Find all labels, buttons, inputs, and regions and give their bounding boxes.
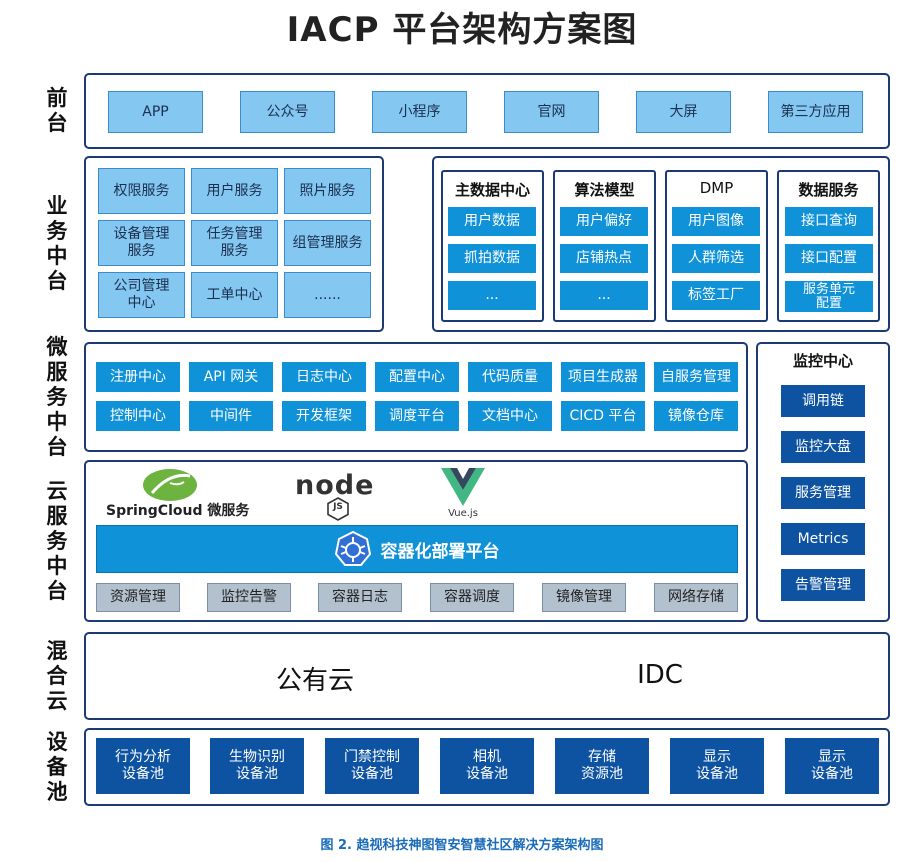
- micro-control-center[interactable]: 控制中心: [96, 401, 180, 431]
- spring-leaf-icon: [143, 469, 197, 501]
- kubernetes-icon: [334, 531, 371, 566]
- service-more[interactable]: ......: [284, 272, 371, 318]
- nodejs-hexagon-icon: [327, 497, 349, 521]
- front-mini-program[interactable]: 小程序: [372, 91, 467, 133]
- vue-label: Vue.js: [448, 508, 478, 519]
- figure-caption: 图 2. 趋视科技神图智安智慧社区解决方案架构图: [320, 838, 604, 853]
- monitor-dashboard[interactable]: 监控大盘: [781, 431, 865, 463]
- device-biometric[interactable]: 生物识别 设备池: [210, 738, 304, 794]
- cloud-monitor-alert[interactable]: 监控告警: [207, 583, 291, 612]
- container-platform-label: 容器化部署平台: [380, 541, 500, 562]
- data-master-more[interactable]: ...: [448, 281, 536, 310]
- data-group-dmp: [665, 170, 768, 322]
- data-algorithm-more[interactable]: ...: [560, 281, 648, 310]
- service-device-mgmt[interactable]: 设备管理 服务: [98, 220, 185, 266]
- micro-image-repo[interactable]: 镜像仓库: [654, 401, 738, 431]
- service-company-center[interactable]: 公司管理 中心: [98, 272, 185, 318]
- data-group-master: [441, 170, 544, 322]
- micro-scheduler[interactable]: 调度平台: [375, 401, 459, 431]
- data-group-service-title: 数据服务: [798, 181, 859, 199]
- front-app[interactable]: APP: [108, 91, 203, 133]
- cloud-resource-mgmt[interactable]: 资源管理: [96, 583, 180, 612]
- hybrid-public-cloud: 公有云: [275, 666, 354, 696]
- data-crowd-filter[interactable]: 人群筛选: [672, 244, 760, 273]
- front-official-account[interactable]: 公众号: [240, 91, 335, 133]
- micro-project-generator[interactable]: 项目生成器: [561, 362, 645, 392]
- nodejs-js-label: JS: [333, 502, 343, 512]
- cloud-container-log[interactable]: 容器日志: [318, 583, 402, 612]
- data-group-master-title: 主数据中心: [454, 181, 530, 199]
- micro-middleware[interactable]: 中间件: [189, 401, 273, 431]
- container-platform-bar[interactable]: 容器化部署平台: [96, 525, 738, 573]
- service-permission[interactable]: 权限服务: [98, 168, 185, 214]
- cloud-container-schedule[interactable]: 容器调度: [430, 583, 514, 612]
- data-group-algorithm-title: 算法模型: [574, 181, 635, 199]
- device-display-2[interactable]: 显示 设备池: [785, 738, 879, 794]
- device-behavior-analysis[interactable]: 行为分析 设备池: [96, 738, 190, 794]
- row-label-front: 前台: [46, 86, 68, 135]
- data-api-config[interactable]: 接口配置: [785, 244, 873, 273]
- vue-logo-icon: [441, 468, 485, 506]
- device-storage[interactable]: 存储 资源池: [555, 738, 649, 794]
- row-label-hybrid: 混合云: [46, 638, 68, 713]
- data-user-image[interactable]: 用户图像: [672, 207, 760, 236]
- front-big-screen[interactable]: 大屏: [636, 91, 731, 133]
- service-photo[interactable]: 照片服务: [284, 168, 371, 214]
- row-label-business: 业务中台: [46, 194, 68, 293]
- data-service-unit-config[interactable]: 服务单元 配置: [785, 281, 873, 312]
- data-group-service: [777, 170, 880, 322]
- data-group-algorithm: [553, 170, 656, 322]
- device-camera[interactable]: 相机 设备池: [440, 738, 534, 794]
- monitor-title: 监控中心: [792, 352, 853, 370]
- service-ticket-center[interactable]: 工单中心: [191, 272, 278, 318]
- monitor-alert-mgmt[interactable]: 告警管理: [781, 569, 865, 601]
- service-group-mgmt[interactable]: 组管理服务: [284, 220, 371, 266]
- data-store-hotspot[interactable]: 店铺热点: [560, 244, 648, 273]
- cloud-image-mgmt[interactable]: 镜像管理: [542, 583, 626, 612]
- data-api-query[interactable]: 接口查询: [785, 207, 873, 236]
- service-task-mgmt[interactable]: 任务管理 服务: [191, 220, 278, 266]
- data-capture-data[interactable]: 抓拍数据: [448, 244, 536, 273]
- monitor-service-mgmt[interactable]: 服务管理: [781, 477, 865, 509]
- micro-log-center[interactable]: 日志中心: [282, 362, 366, 392]
- micro-self-service[interactable]: 自服务管理: [654, 362, 738, 392]
- data-user-data[interactable]: 用户数据: [448, 207, 536, 236]
- spring-cloud-label: SpringCloud 微服务: [106, 503, 250, 519]
- row-label-cloud: 云服务中台: [46, 478, 68, 603]
- micro-config-center[interactable]: 配置中心: [375, 362, 459, 392]
- hybrid-panel: [84, 632, 890, 720]
- node-logo: node: [295, 470, 375, 501]
- monitor-metrics[interactable]: Metrics: [781, 523, 865, 555]
- device-access-control[interactable]: 门禁控制 设备池: [325, 738, 419, 794]
- page-title: IACP 平台架构方案图: [286, 10, 638, 50]
- micro-api-gateway[interactable]: API 网关: [189, 362, 273, 392]
- data-user-preference[interactable]: 用户偏好: [560, 207, 648, 236]
- row-label-device: 设备池: [46, 729, 68, 804]
- monitor-trace[interactable]: 调用链: [781, 385, 865, 417]
- hybrid-idc: IDC: [637, 660, 683, 690]
- micro-cicd[interactable]: CICD 平台: [561, 401, 645, 431]
- front-third-party[interactable]: 第三方应用: [768, 91, 863, 133]
- row-label-micro: 微服务中台: [46, 334, 68, 459]
- front-panel: [84, 73, 890, 149]
- micro-code-quality[interactable]: 代码质量: [468, 362, 552, 392]
- micro-registry[interactable]: 注册中心: [96, 362, 180, 392]
- micro-doc-center[interactable]: 文档中心: [468, 401, 552, 431]
- service-user[interactable]: 用户服务: [191, 168, 278, 214]
- data-group-dmp-title: DMP: [699, 179, 734, 197]
- micro-dev-framework[interactable]: 开发框架: [282, 401, 366, 431]
- data-tag-factory[interactable]: 标签工厂: [672, 281, 760, 310]
- micro-panel: [84, 342, 748, 452]
- cloud-network-storage[interactable]: 网络存储: [654, 583, 738, 612]
- device-display-1[interactable]: 显示 设备池: [670, 738, 764, 794]
- front-website[interactable]: 官网: [504, 91, 599, 133]
